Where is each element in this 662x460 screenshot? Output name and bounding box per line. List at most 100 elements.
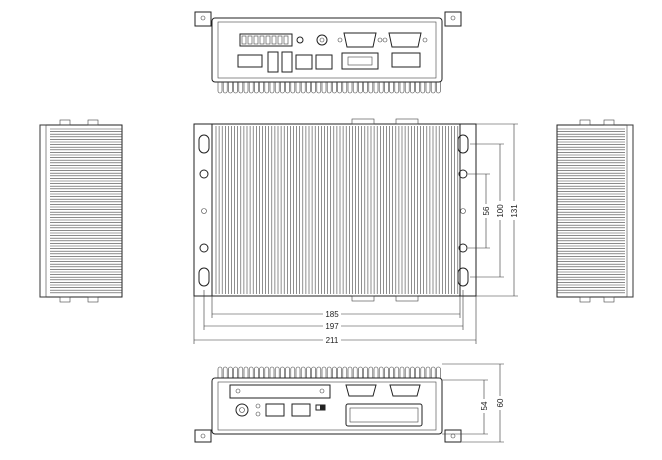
fin-line (217, 82, 223, 94)
fin-line (347, 82, 353, 94)
fin-line (285, 82, 290, 94)
fin-line (347, 366, 353, 378)
terminal-pin (277, 35, 283, 45)
fin-line (332, 366, 337, 378)
fin-line (430, 366, 436, 378)
terminal-pin (253, 35, 259, 45)
fin-line (342, 366, 348, 378)
fin-line (311, 366, 316, 378)
fin-line (332, 82, 337, 94)
terminal-pin (265, 35, 271, 45)
fin-line (378, 82, 384, 94)
mounting-holes (198, 134, 469, 287)
fin-line (321, 82, 327, 94)
fin-line (274, 366, 280, 378)
fin-line (394, 366, 400, 378)
dim-211: 211 (326, 336, 339, 345)
rear-dimension-lines: 54 60 (442, 363, 505, 443)
fin-line (358, 366, 363, 378)
fin-line (321, 366, 327, 378)
fin-line (352, 82, 358, 94)
fin-line (254, 366, 259, 378)
fin-line (420, 82, 426, 94)
fin-line (295, 366, 301, 378)
fin-line (285, 366, 290, 378)
fin-line (399, 366, 405, 378)
terminal-pin (271, 35, 277, 45)
fin-line (243, 82, 249, 94)
fin-line (238, 82, 244, 94)
fin-line (358, 82, 363, 94)
fin-line (269, 82, 275, 94)
fin-line (389, 366, 394, 378)
fin-line (306, 82, 311, 94)
fin-line (280, 82, 285, 94)
fin-line (430, 82, 436, 94)
fin-line (337, 82, 342, 94)
fin-line (316, 366, 322, 378)
left-side-view (39, 119, 123, 303)
fin-line (415, 82, 420, 94)
fin-line (233, 82, 238, 94)
dim-60: 60 (496, 398, 505, 407)
dim-56: 56 (482, 206, 491, 215)
fin-line (352, 366, 358, 378)
fin-line (425, 366, 431, 378)
fin-line (228, 82, 233, 94)
terminal-pin (283, 35, 289, 45)
fin-line (269, 366, 275, 378)
fin-line (290, 366, 296, 378)
terminal-pin (247, 35, 253, 45)
fin-line (326, 366, 332, 378)
fin-line (280, 366, 285, 378)
fin-line (295, 82, 301, 94)
fin-line (384, 366, 389, 378)
dim-131: 131 (510, 204, 519, 218)
fin-line (259, 82, 264, 94)
fin-line (300, 366, 306, 378)
dim-100: 100 (496, 204, 505, 218)
fin-line (290, 82, 296, 94)
fin-line (436, 366, 441, 378)
fin-line (264, 366, 270, 378)
fin-line (306, 366, 311, 378)
fin-line (394, 82, 400, 94)
dim-197: 197 (325, 322, 339, 331)
fin-line (342, 82, 348, 94)
fin-line (373, 366, 379, 378)
fin-line (264, 82, 270, 94)
fin-line (217, 366, 223, 378)
fin-line (222, 82, 228, 94)
dim-54: 54 (480, 401, 489, 410)
fin-line (425, 82, 431, 94)
fin-line (337, 366, 342, 378)
fin-line (254, 82, 259, 94)
terminal-pin (259, 35, 265, 45)
front-view (194, 11, 462, 94)
fin-line (326, 82, 332, 94)
fin-line (316, 82, 322, 94)
fin-line (368, 82, 374, 94)
fin-line (300, 82, 306, 94)
dimension-labels: 185 197 211 56 100 131 (323, 201, 519, 345)
fin-line (228, 366, 233, 378)
fin-line (415, 366, 420, 378)
fin-line (259, 366, 264, 378)
fin-line (399, 82, 405, 94)
fin-line (248, 82, 254, 94)
fin-line (389, 82, 394, 94)
fin-line (243, 366, 249, 378)
right-side-view (556, 119, 634, 303)
rear-view (194, 366, 462, 443)
fin-line (274, 82, 280, 94)
fin-line (384, 82, 389, 94)
fin-line (404, 82, 410, 94)
fin-line (238, 366, 244, 378)
fin-line (373, 82, 379, 94)
fin-line (436, 82, 441, 94)
fin-line (248, 366, 254, 378)
fin-line (410, 82, 415, 94)
fin-line (222, 366, 228, 378)
